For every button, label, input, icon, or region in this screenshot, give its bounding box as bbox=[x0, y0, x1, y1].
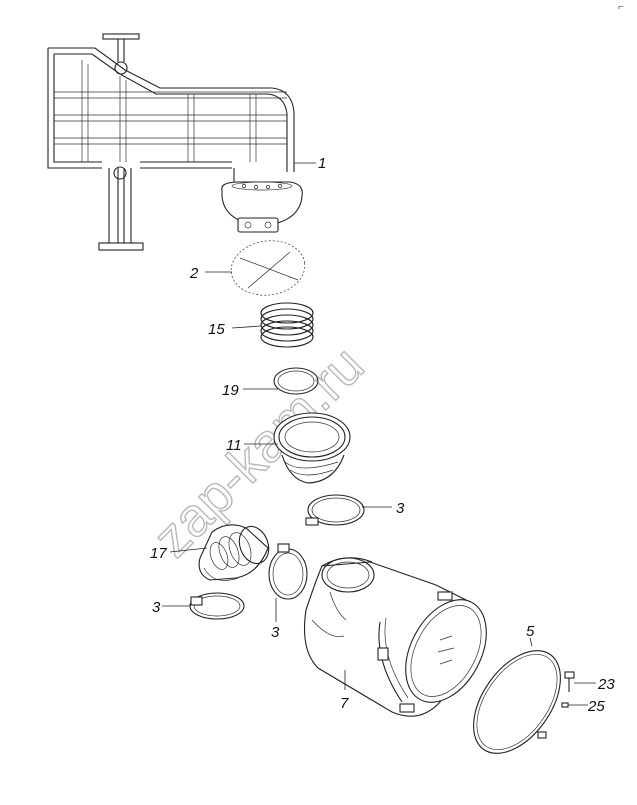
callout-1: 1 bbox=[318, 155, 326, 172]
part-7-air-filter-housing bbox=[303, 557, 487, 717]
part-1-bracket-frame bbox=[47, 33, 303, 251]
corner-mark: ⌐ bbox=[618, 2, 624, 13]
part-25-nut bbox=[561, 702, 569, 708]
callout-23: 23 bbox=[597, 676, 615, 693]
callout-11: 11 bbox=[226, 437, 242, 454]
part-5-clamp-band bbox=[473, 650, 561, 754]
callout-15: 15 bbox=[208, 321, 225, 338]
callout-2: 2 bbox=[189, 265, 199, 282]
part-15-corrugated-ring bbox=[260, 302, 314, 348]
part-3-clamp-lower bbox=[189, 592, 245, 620]
callout-17: 17 bbox=[150, 545, 167, 562]
callout-5: 5 bbox=[526, 623, 535, 640]
callout-7: 7 bbox=[340, 695, 349, 712]
callout-3-upper: 3 bbox=[396, 500, 405, 517]
callout-3-middle: 3 bbox=[271, 624, 280, 641]
callout-19: 19 bbox=[222, 382, 239, 399]
part-2-gasket bbox=[230, 240, 306, 296]
part-23-bolt bbox=[564, 671, 575, 692]
callout-3-lower: 3 bbox=[152, 599, 161, 616]
leader-lines bbox=[162, 162, 596, 706]
part-17-elbow bbox=[198, 524, 270, 581]
part-11-hose-adapter bbox=[273, 412, 351, 484]
part-3-clamp-upper bbox=[305, 494, 365, 526]
part-3-clamp-middle bbox=[268, 543, 308, 600]
callout-25: 25 bbox=[587, 698, 605, 715]
part-19-ring bbox=[273, 367, 319, 395]
